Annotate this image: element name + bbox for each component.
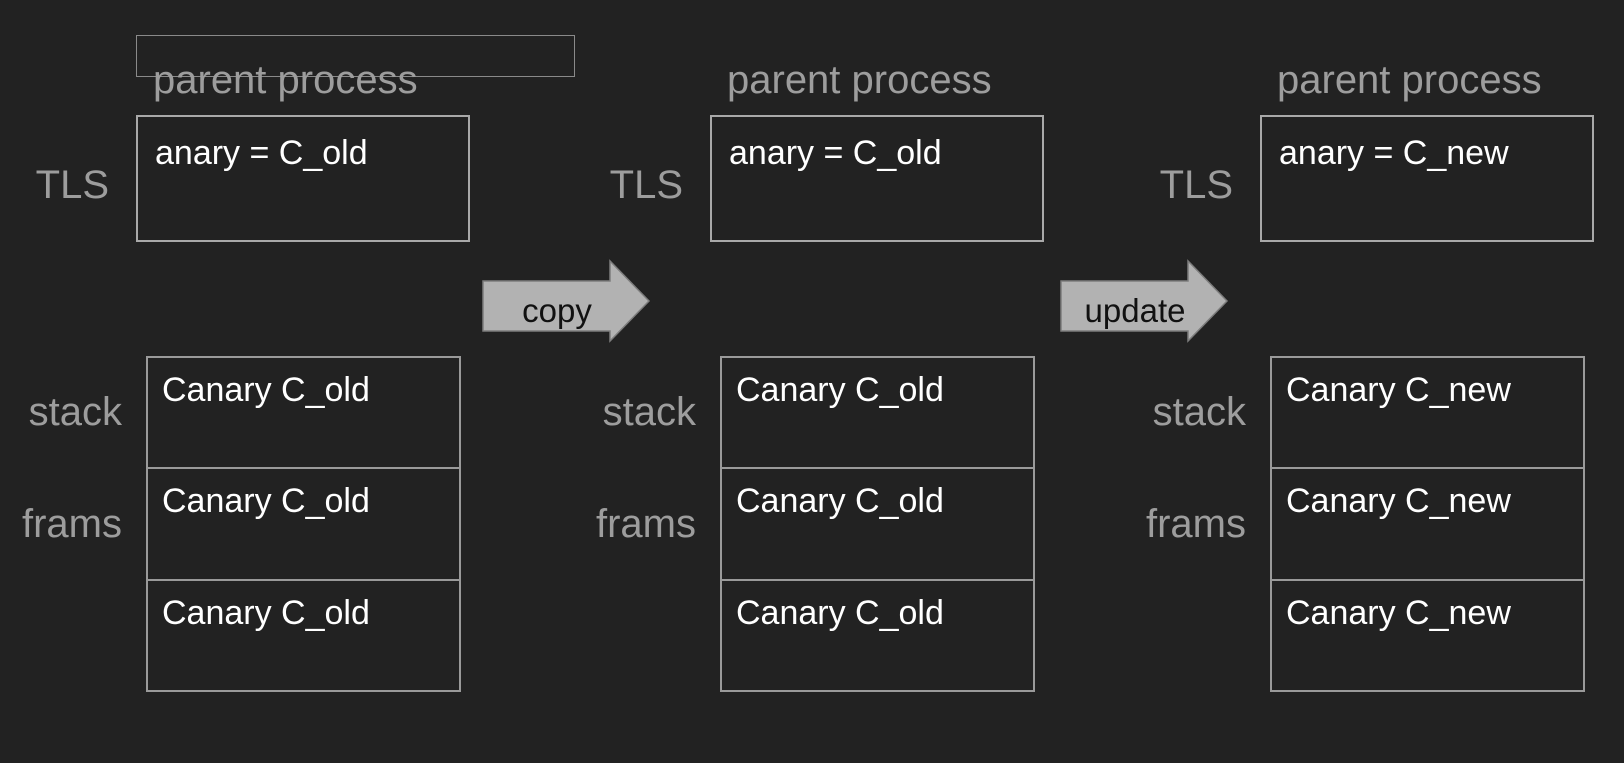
tls-label: TLS xyxy=(35,163,109,207)
tls-value: anary = C_old xyxy=(155,134,368,172)
tls-box: anary = C_old xyxy=(710,115,1044,242)
stack-cell: Canary C_new xyxy=(1272,467,1583,578)
stack-cell: Canary C_new xyxy=(1286,371,1511,409)
stack-cell: Canary C_old xyxy=(148,467,459,578)
stack-frames-box: Canary C_old Canary C_old Canary C_old xyxy=(146,356,461,692)
frames-label: frams xyxy=(22,502,122,546)
tls-value: anary = C_new xyxy=(1279,134,1509,172)
panel-title: parent process xyxy=(1277,58,1542,102)
panel-title: parent process xyxy=(727,58,992,102)
tls-box: anary = C_new xyxy=(1260,115,1594,242)
panel-title: parent process xyxy=(153,58,418,102)
stack-label: stack xyxy=(1152,390,1246,434)
tls-value: anary = C_old xyxy=(729,134,942,172)
panel-parent-copy: parent process TLS anary = C_old stack f… xyxy=(574,0,1074,763)
frames-label: frams xyxy=(1146,502,1246,546)
stack-label: stack xyxy=(602,390,696,434)
panel-parent-original: parent process TLS anary = C_old stack f… xyxy=(0,0,575,763)
stack-frames-box: Canary C_new Canary C_new Canary C_new xyxy=(1270,356,1585,692)
tls-box: anary = C_old xyxy=(136,115,470,242)
tls-label: TLS xyxy=(609,163,683,207)
frames-label: frams xyxy=(596,502,696,546)
stack-cell: Canary C_old xyxy=(722,467,1033,578)
stack-label: stack xyxy=(28,390,122,434)
stack-cell: Canary C_old xyxy=(162,371,370,409)
stack-cell: Canary C_old xyxy=(148,578,459,690)
stack-cell: Canary C_old xyxy=(736,371,944,409)
panel-parent-updated: parent process TLS anary = C_new stack f… xyxy=(1124,0,1624,763)
empty-textbox-outline xyxy=(136,35,575,77)
stack-cell: Canary C_new xyxy=(1272,578,1583,690)
tls-label: TLS xyxy=(1159,163,1233,207)
stack-frames-box: Canary C_old Canary C_old Canary C_old xyxy=(720,356,1035,692)
stack-cell: Canary C_old xyxy=(722,578,1033,690)
